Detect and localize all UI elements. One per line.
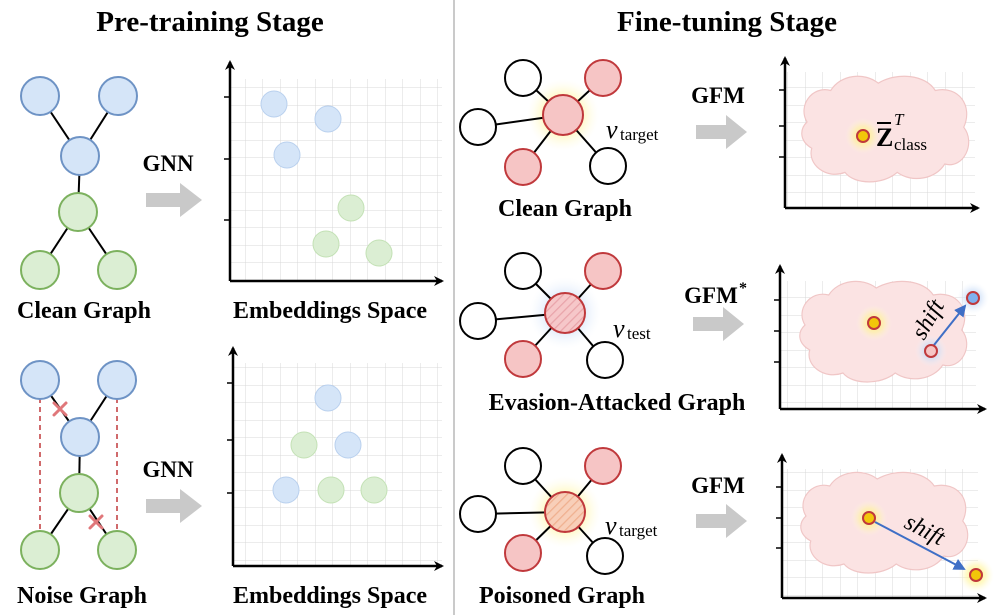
- node-var-row1: v: [606, 115, 618, 144]
- embedding-point-blue: [273, 141, 301, 169]
- graph-node-green: [58, 192, 98, 232]
- graph-node-blue: [20, 76, 60, 116]
- clean-graph: [20, 76, 138, 290]
- class-sup: T: [894, 110, 905, 129]
- gfm-label-row1: GFM: [691, 83, 745, 108]
- gfm-arrow-row3: [696, 504, 747, 538]
- graph-node-blue: [60, 136, 100, 176]
- ft-clean-graph: [459, 59, 627, 186]
- test-embedding-after: [966, 291, 980, 305]
- node-var-row3: v: [605, 511, 617, 540]
- ft-space-row2: shift: [774, 264, 989, 414]
- test-node: [544, 292, 586, 334]
- gnn-label-top: GNN: [142, 151, 194, 176]
- ft-poisoned-graph-label: Poisoned Graph: [479, 583, 645, 609]
- test-embedding-before: [924, 344, 938, 358]
- shift-arrow: [874, 521, 966, 570]
- node-var-row2: v: [613, 314, 625, 343]
- class-center-after: [969, 568, 983, 582]
- gfm-mark-row2: *: [739, 280, 747, 297]
- node-sub-row2: test: [627, 324, 651, 343]
- embedding-point-blue: [260, 90, 288, 118]
- graph-node-blue: [98, 76, 138, 116]
- embeddings-label-top: Embeddings Space: [233, 298, 427, 324]
- clean-graph-label: Clean Graph: [17, 298, 151, 324]
- ft-evasion-graph-label: Evasion-Attacked Graph: [489, 390, 746, 416]
- graph-node-green: [20, 250, 60, 290]
- class-center-point: [867, 316, 881, 330]
- embedding-point-green: [337, 194, 365, 222]
- ft-evasion-graph: [459, 252, 624, 379]
- node-sub-row3: target: [619, 521, 658, 540]
- shift-arrow: [933, 304, 967, 346]
- embedding-point-blue: [314, 105, 342, 133]
- poisoned-target-node: [544, 491, 586, 533]
- embedding-point-green: [312, 230, 340, 258]
- ft-space-row3: shift: [776, 453, 994, 603]
- gfm-arrow-row1: [696, 115, 747, 149]
- class-center-before: [862, 511, 876, 525]
- node-sub-row1: target: [620, 125, 659, 144]
- pretraining-title: Pre-training Stage: [96, 6, 324, 38]
- class-symbol: Z: [876, 123, 893, 152]
- embedding-space-top: [224, 60, 444, 286]
- target-node: [542, 94, 584, 136]
- edge-removed-cross-icon: [52, 401, 68, 417]
- gnn-label-bottom: GNN: [142, 457, 194, 482]
- ft-space-row1: Z T class: [779, 56, 980, 213]
- gnn-arrow-bottom: [146, 489, 202, 523]
- class-center-point: [856, 129, 870, 143]
- gnn-arrow-top: [146, 183, 202, 217]
- ft-poisoned-graph: [459, 447, 624, 575]
- embedding-point-green: [365, 239, 393, 267]
- finetuning-title: Fine-tuning Stage: [617, 6, 837, 38]
- gfm-label-row2: GFM: [684, 283, 738, 308]
- ft-clean-graph-label: Clean Graph: [498, 196, 632, 222]
- embeddings-label-bottom: Embeddings Space: [233, 583, 427, 609]
- noise-graph-label: Noise Graph: [17, 583, 147, 609]
- gfm-label-row3: GFM: [691, 473, 745, 498]
- graph-node-green: [97, 250, 137, 290]
- edge-removed-cross-icon: [88, 514, 104, 530]
- embedding-space-bottom: [227, 346, 444, 571]
- gfm-arrow-row2: [693, 307, 744, 341]
- class-sub: class: [894, 135, 927, 154]
- noise-graph: [20, 360, 137, 570]
